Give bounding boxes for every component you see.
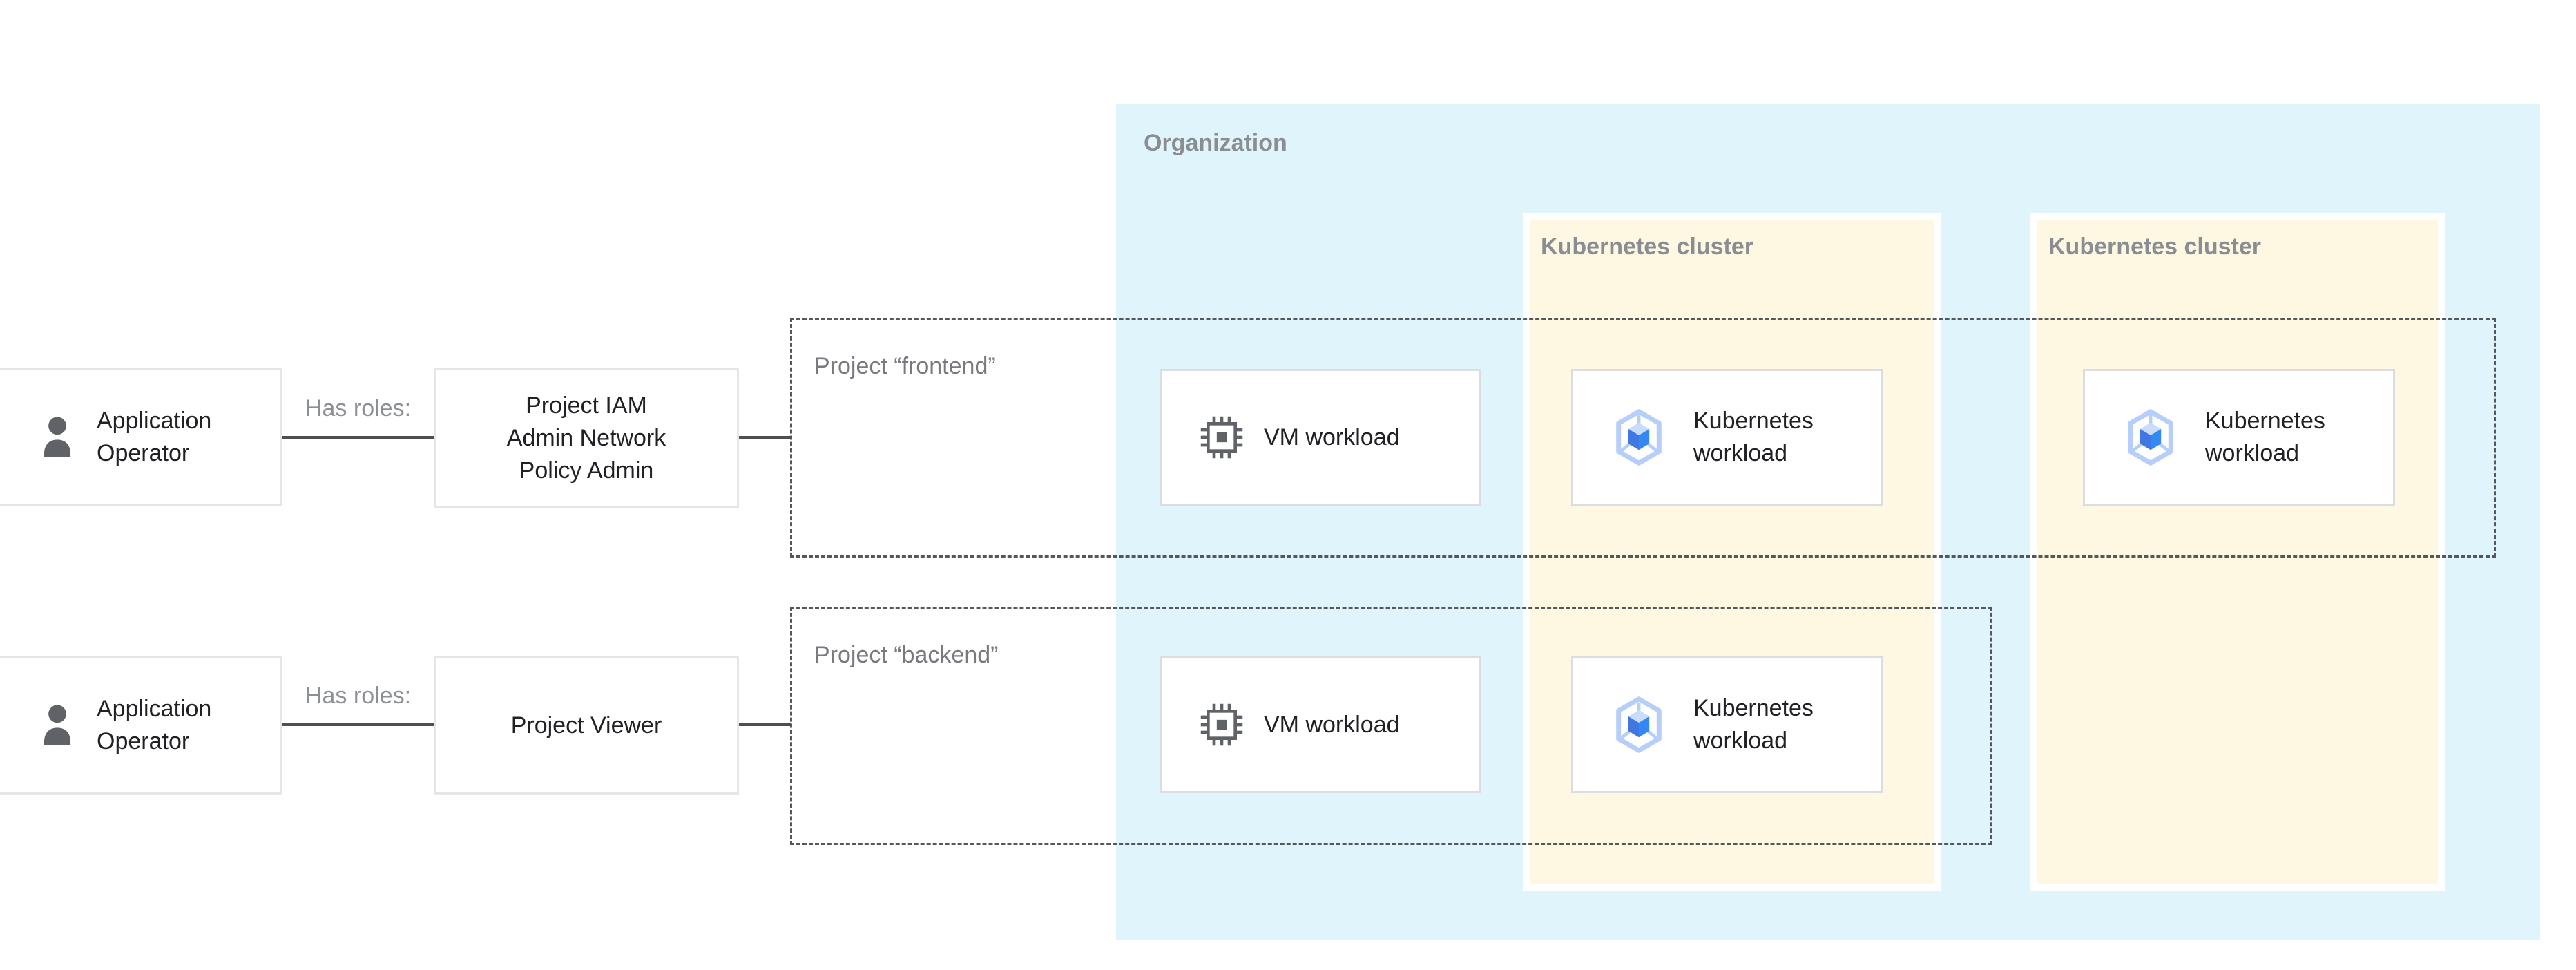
actor-label: Application Operator xyxy=(97,408,212,466)
workload-label: Kubernetes workload xyxy=(2205,408,2325,466)
gke-hexagon-icon xyxy=(1616,409,1662,466)
workload-frontend-kubernetes-cluster2: Kubernetes workload xyxy=(2083,369,2395,506)
role-box-project-viewer: Project Viewer xyxy=(434,656,739,795)
person-icon xyxy=(44,416,71,457)
role-label: Project IAM Admin Network Policy Admin xyxy=(506,392,666,484)
vm-chip-icon xyxy=(1200,416,1243,459)
project-frontend-label: Project “frontend” xyxy=(814,353,996,379)
edge-label-row2: Has roles: xyxy=(305,683,412,709)
gke-hexagon-icon xyxy=(1616,696,1662,753)
edge-label-row1: Has roles: xyxy=(305,395,412,421)
workload-label: VM workload xyxy=(1264,424,1400,450)
role-label: Project Viewer xyxy=(510,712,662,739)
actor-label: Application Operator xyxy=(97,696,212,754)
connector-role2-project-backend xyxy=(739,723,791,726)
workload-frontend-kubernetes-cluster1: Kubernetes workload xyxy=(1571,369,1883,506)
kubernetes-cluster-2: Kubernetes cluster xyxy=(2030,213,2445,891)
person-icon xyxy=(44,704,71,745)
workload-label: VM workload xyxy=(1264,711,1400,738)
gke-hexagon-icon xyxy=(2128,409,2173,466)
workload-frontend-vm: VM workload xyxy=(1160,369,1481,506)
connector-actor1-role1 xyxy=(282,436,434,439)
role-box-project-iam-admin-network-policy-admin: Project IAM Admin Network Policy Admin xyxy=(434,368,739,508)
actor-application-operator-2: Application Operator xyxy=(0,656,282,795)
organization-label: Organization xyxy=(1144,130,1287,156)
vm-chip-icon xyxy=(1200,703,1243,746)
actor-application-operator-1: Application Operator xyxy=(0,368,282,506)
project-backend-label: Project “backend” xyxy=(814,642,999,668)
connector-actor2-role2 xyxy=(282,723,434,726)
workload-label: Kubernetes workload xyxy=(1693,408,1814,466)
workload-backend-kubernetes-cluster1: Kubernetes workload xyxy=(1571,656,1883,793)
kubernetes-cluster-2-label: Kubernetes cluster xyxy=(2048,234,2261,260)
workload-label: Kubernetes workload xyxy=(1693,695,1814,754)
workload-backend-vm: VM workload xyxy=(1160,656,1481,793)
kubernetes-cluster-1-label: Kubernetes cluster xyxy=(1541,234,1753,260)
connector-role1-project-frontend xyxy=(739,436,791,439)
